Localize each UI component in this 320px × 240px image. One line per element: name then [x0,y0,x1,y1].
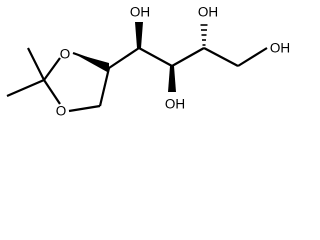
bond-methyl-b [27,47,45,81]
wedge-bond-c4-o [73,53,109,73]
bond-cq-o-top [43,57,61,81]
bond-c5-c6 [138,47,173,67]
bond-c8-c9 [237,47,268,67]
ring-oxygen-bottom-label: O [56,104,67,119]
bond-c7-c8 [203,47,239,67]
bond-ch2-c4 [98,67,111,107]
bond-methyl-a [6,78,45,98]
hydroxyl-terminal-label: OH [270,41,290,56]
structure-diagram: O O OH OH OH OH [6,5,290,119]
hydroxyl-c3-label: OH [165,97,185,112]
hydroxyl-c2-label: OH [198,5,218,20]
bond-cq-o-bottom [43,79,61,105]
hydroxyl-c1-label: OH [130,5,150,20]
bond-c6-c7 [171,47,205,67]
wedge-bond-c6-oh [168,66,176,92]
hashed-bond-c7-oh [200,24,208,46]
wedge-bond-c5-oh [135,22,143,48]
ring-oxygen-top-label: O [60,47,71,62]
bond-c4-c5 [108,47,140,69]
bond-o-bottom-ch2 [68,104,101,113]
